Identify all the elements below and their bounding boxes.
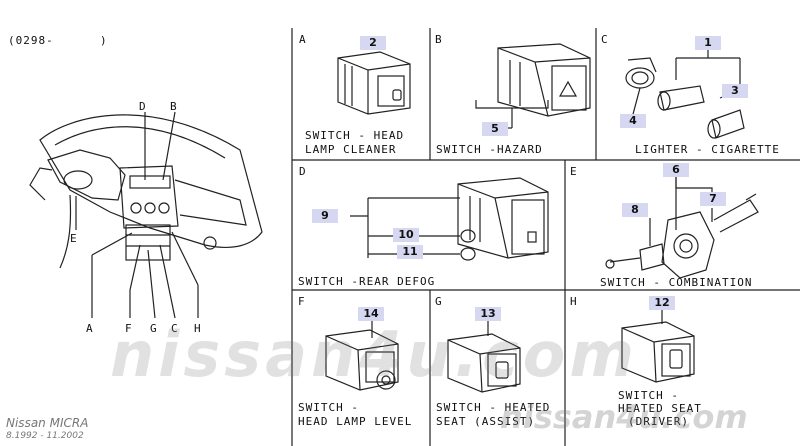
- panel-f-title-line-2: HEAD LAMP LEVEL: [298, 415, 413, 428]
- panel-c-title-line-1: LIGHTER - CIGARETTE: [635, 143, 780, 156]
- panel-e-title-line-1: SWITCH - COMBINATION: [600, 276, 753, 289]
- dashboard-drawing: [29, 111, 263, 319]
- switch-rear-defog-drawing: [350, 177, 549, 261]
- part-3-callout: 3: [722, 84, 748, 98]
- overview-callout-e: E: [70, 232, 77, 245]
- panel-d-letter: D: [299, 165, 306, 178]
- panel-h-title-line-1: SWITCH -: [618, 389, 679, 402]
- part-13-callout: 13: [475, 307, 501, 321]
- overview-callout-d: D: [139, 100, 146, 113]
- overview-callout-a: A: [86, 322, 93, 335]
- part-2-callout: 2: [360, 36, 386, 50]
- overview-callout-h: H: [194, 322, 201, 335]
- panel-f-title-line-1: SWITCH -: [298, 401, 359, 414]
- diagram-code: (0298-: [8, 34, 54, 47]
- overview-callout-g: G: [150, 322, 157, 335]
- panel-h-title-line-3: (DRIVER): [628, 415, 689, 428]
- switch-head-lamp-level-drawing: [325, 318, 399, 391]
- overview-callout-b: B: [170, 100, 177, 113]
- watermark-center: nissan4u.com: [110, 318, 638, 391]
- panel-h-letter: H: [570, 295, 577, 308]
- panel-a-letter: A: [299, 33, 306, 46]
- panel-g-letter: G: [435, 295, 442, 308]
- part-7-callout: 7: [700, 192, 726, 206]
- diagram-code-close: ): [100, 34, 108, 47]
- panel-h-title-line-2: HEATED SEAT: [618, 402, 702, 415]
- part-1-callout: 1: [695, 36, 721, 50]
- panel-e-letter: E: [570, 165, 577, 178]
- overview-callout-c: C: [171, 322, 178, 335]
- switch-combination-drawing: [605, 176, 759, 279]
- switch-hazard-drawing: [475, 43, 591, 129]
- panel-frame: [291, 28, 800, 446]
- switch-head-lamp-cleaner-drawing: [337, 51, 411, 115]
- part-11-callout: 11: [397, 245, 423, 259]
- panel-a-title-line-1: SWITCH - HEAD: [305, 129, 405, 142]
- part-10-callout: 10: [393, 228, 419, 242]
- switch-heated-seat-driver-drawing: [621, 308, 695, 383]
- lighter-cigarette-drawing: [625, 48, 745, 139]
- part-14-callout: 14: [358, 307, 384, 321]
- footer-model: Nissan MICRA: [6, 416, 89, 430]
- part-12-callout: 12: [649, 296, 675, 310]
- part-6-callout: 6: [663, 163, 689, 177]
- part-5-callout: 5: [482, 122, 508, 136]
- panel-b-letter: B: [435, 33, 442, 46]
- panel-a-title-line-2: LAMP CLEANER: [305, 143, 397, 156]
- part-4-callout: 4: [620, 114, 646, 128]
- panel-g-title-line-1: SWITCH - HEATED: [436, 401, 551, 414]
- part-8-callout: 8: [622, 203, 648, 217]
- switch-heated-seat-assist-drawing: [447, 320, 521, 393]
- watermark-corner: nissan4u.com: [500, 398, 748, 436]
- panel-b-title-line-1: SWITCH -HAZARD: [436, 143, 543, 156]
- panel-f-letter: F: [298, 295, 305, 308]
- panel-g-title-line-2: SEAT (ASSIST): [436, 415, 536, 428]
- panel-d-title-line-1: SWITCH -REAR DEFOG: [298, 275, 436, 288]
- part-9-callout: 9: [312, 209, 338, 223]
- panel-c-letter: C: [601, 33, 608, 46]
- overview-callout-f: F: [125, 322, 132, 335]
- footer-dates: 8.1992 - 11.2002: [6, 431, 84, 441]
